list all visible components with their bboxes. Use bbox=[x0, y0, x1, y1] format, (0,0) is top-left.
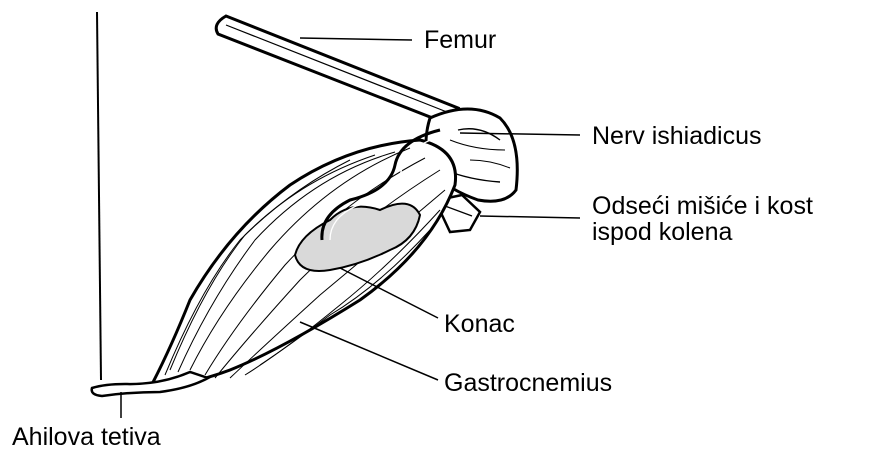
femur-bone bbox=[216, 16, 458, 124]
achilles-tendon bbox=[92, 372, 208, 396]
nerve-label: Nerv ishiadicus bbox=[592, 123, 762, 149]
leader-gastro bbox=[300, 322, 438, 380]
muscle-label: Gastrocnemius bbox=[444, 370, 612, 396]
cut-instruction-line1: Odseći mišiće i kost bbox=[592, 193, 813, 219]
thread-label: Konac bbox=[444, 311, 515, 337]
tendon-label: Ahilova tetiva bbox=[12, 424, 161, 450]
support-stand bbox=[97, 12, 101, 380]
cut-instruction-line2: ispod kolena bbox=[592, 219, 732, 245]
femur-label: Femur bbox=[424, 27, 496, 53]
leader-femur bbox=[300, 38, 412, 40]
leader-cut bbox=[480, 216, 580, 218]
